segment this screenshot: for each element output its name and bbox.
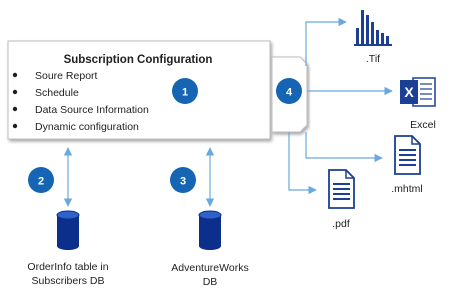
- adventureworks-db-label-line2: DB: [203, 276, 218, 288]
- svg-text:1: 1: [182, 87, 188, 99]
- config-item: Schedule: [12, 87, 79, 99]
- svg-text:3: 3: [180, 176, 186, 188]
- arrow-to-pdf: [288, 132, 317, 195]
- tif-label: .Tif: [366, 53, 380, 65]
- database-cylinder-icon: [56, 210, 80, 250]
- svg-text:4: 4: [286, 87, 293, 99]
- delivery-tab: 4: [271, 56, 308, 133]
- output-arrows: [288, 17, 393, 195]
- arrow-to-tif: [305, 17, 347, 66]
- config-item-label: Soure Report: [35, 70, 98, 82]
- config-item: Data Source Information: [12, 104, 149, 116]
- db-arrows: [63, 147, 215, 207]
- adventureworks-db-label-line1: AdventureWorks: [171, 262, 248, 274]
- bar-chart-icon: [354, 10, 392, 46]
- orderinfo-db-label-line2: Subscribers DB: [32, 275, 105, 287]
- step-badge-3: 3: [170, 167, 196, 193]
- orderinfo-db-label-line1: OrderInfo table in: [27, 261, 108, 273]
- svg-text:2: 2: [38, 176, 44, 188]
- excel-icon: X: [400, 77, 436, 107]
- config-item: Dynamic configuration: [12, 121, 139, 133]
- step-badge-1: 1: [172, 78, 198, 104]
- subscription-config-box: Subscription Configuration Soure Report …: [7, 40, 271, 140]
- mhtml-label: .mhtml: [391, 183, 423, 195]
- step-badge-2: 2: [28, 167, 54, 193]
- config-item-label: Dynamic configuration: [35, 121, 139, 133]
- pdf-label: .pdf: [332, 218, 350, 230]
- document-icon: [328, 169, 355, 209]
- arrow-to-mhtml: [305, 132, 383, 163]
- document-icon: [394, 135, 421, 175]
- step-badge-4: 4: [276, 78, 302, 104]
- svg-text:X: X: [404, 84, 414, 100]
- database-cylinder-icon: [198, 210, 222, 250]
- config-item: Soure Report: [12, 70, 98, 82]
- config-item-label: Schedule: [35, 87, 79, 99]
- config-box-title: Subscription Configuration: [64, 54, 213, 66]
- config-item-label: Data Source Information: [35, 104, 149, 116]
- excel-label: Excel: [410, 119, 436, 131]
